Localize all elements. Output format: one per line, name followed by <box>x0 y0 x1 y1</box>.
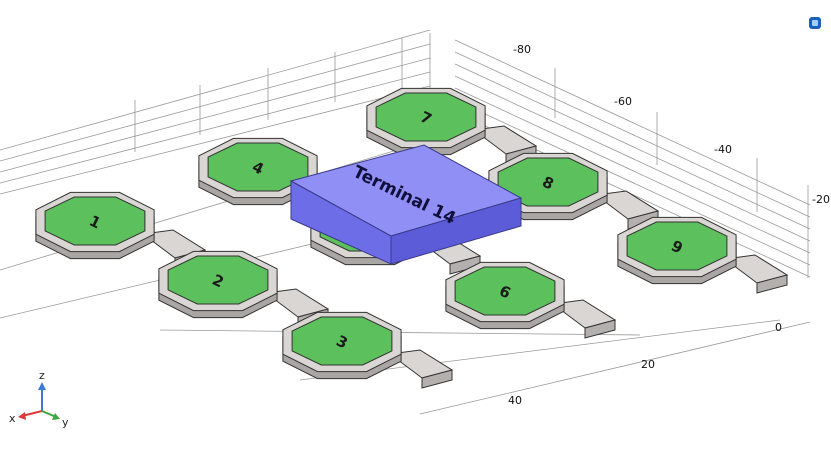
view-toggle-icon[interactable] <box>808 15 822 29</box>
pad-contact <box>454 266 556 316</box>
grid-line <box>454 51 811 218</box>
tick-label: -60 <box>614 95 632 108</box>
grid-line <box>0 57 431 173</box>
grid-line <box>0 71 431 184</box>
pad-contact <box>207 142 309 192</box>
grid-line <box>0 85 431 195</box>
pad-group: 123456789 <box>35 87 789 389</box>
grid-line <box>454 39 811 206</box>
pad[interactable]: 8 <box>488 152 660 230</box>
pad[interactable]: 9 <box>617 216 789 294</box>
grid-line <box>454 87 811 254</box>
tick-label: 0 <box>775 321 782 334</box>
front-axis-ticks: 0 20 40 <box>508 321 782 407</box>
grid-line <box>0 43 431 162</box>
pad[interactable]: 2 <box>158 250 330 328</box>
axis-triad: z x y <box>9 369 69 429</box>
pad-contact <box>497 157 599 207</box>
grid-line <box>0 29 431 151</box>
pad-tab-side <box>584 319 616 339</box>
grid-line <box>454 99 811 266</box>
triad-x-label: x <box>9 412 16 425</box>
tick-label: -20 <box>812 193 830 206</box>
pad-tab-side <box>421 369 453 389</box>
triad-z-label: z <box>39 369 45 382</box>
triad-y-label: y <box>62 416 69 429</box>
pad-tab-side <box>756 274 788 294</box>
pad[interactable]: 6 <box>445 261 617 339</box>
tick-label: -80 <box>513 43 531 56</box>
tick-label: 40 <box>508 394 522 407</box>
pad-contact <box>375 92 477 142</box>
grid-line <box>454 63 811 230</box>
pad[interactable]: 3 <box>282 311 454 389</box>
pad-contact <box>626 221 728 271</box>
pad[interactable]: 1 <box>35 191 207 269</box>
pad-contact <box>44 196 146 246</box>
grid-line <box>419 321 811 415</box>
tick-label: -40 <box>714 143 732 156</box>
pad-contact <box>167 255 269 305</box>
pad-contact <box>291 316 393 366</box>
grid-line <box>454 75 811 242</box>
tick-label: 20 <box>641 358 655 371</box>
right-axis-ticks: -80 -60 -40 -20 <box>513 43 830 206</box>
terminal-box[interactable]: Terminal 14 <box>289 144 523 265</box>
pad[interactable]: 7 <box>366 87 538 165</box>
